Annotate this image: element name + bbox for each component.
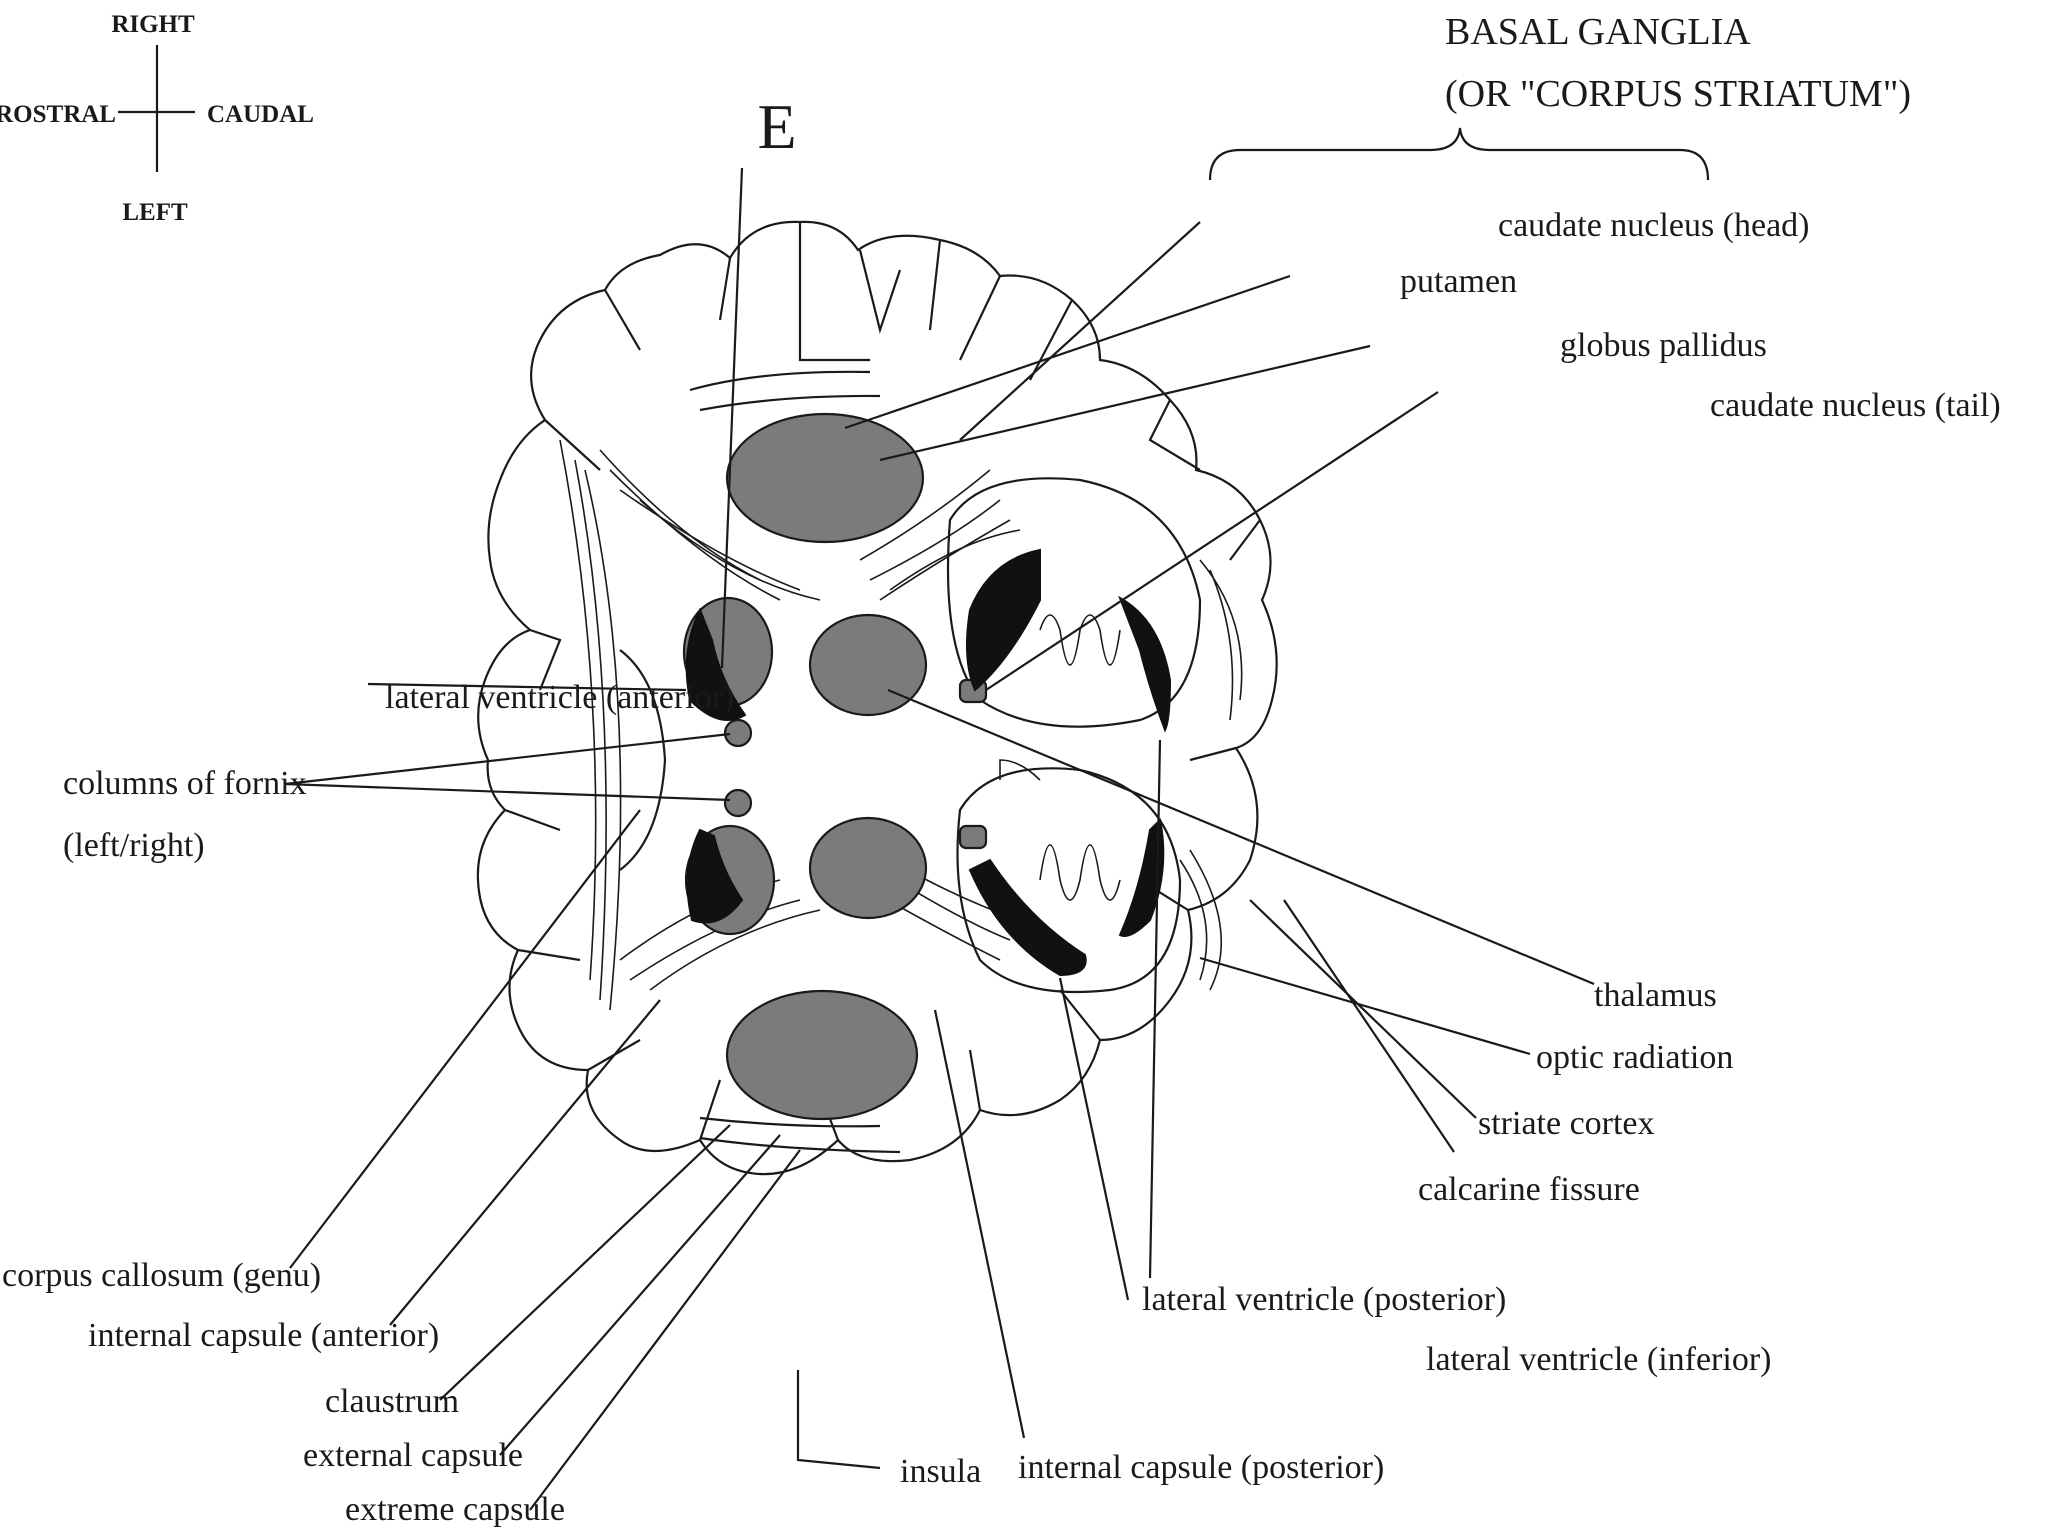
labels: caudate nucleus (head) putamen globus pa…	[2, 207, 2001, 1528]
sulcus-line	[798, 222, 870, 362]
cerebral-cortex-outline	[476, 220, 1278, 1176]
label-claustrum: claustrum	[325, 1383, 459, 1420]
label-putamen: putamen	[1400, 263, 1517, 300]
label-caudate-head: caudate nucleus (head)	[1498, 207, 1810, 244]
extreme-capsule-leader	[529, 1149, 801, 1511]
insula-band-upper-inner	[699, 394, 881, 412]
lateral-ventricle-inferior-leader	[1148, 739, 1162, 1279]
thalamus-leader	[887, 688, 1595, 986]
sulcus-line	[959, 275, 1001, 361]
compass-left-label: LEFT	[122, 199, 188, 226]
label-striate-cortex: striate cortex	[1478, 1105, 1655, 1142]
panel-letter-leader	[720, 167, 744, 669]
striate-cortex-leader	[1249, 899, 1477, 1119]
thalamus-upper	[808, 613, 928, 717]
internal-capsule-anterior-leader	[389, 999, 661, 1326]
lateral-ventricle-anterior-upper	[685, 607, 747, 721]
label-optic-radiation: optic radiation	[1536, 1039, 1733, 1076]
basal-ganglia-brace	[1208, 127, 1710, 181]
lateral-ventricle-posterior-upper	[965, 548, 1041, 692]
fornix-column-upper	[723, 718, 753, 748]
compass-rostral-label: ROSTRAL	[0, 101, 116, 128]
lateral-ventricle-posterior-leader	[1058, 977, 1130, 1301]
fornix-leader-upper	[284, 732, 731, 786]
leader-lines	[284, 167, 1595, 1511]
label-extreme-capsule: extreme capsule	[345, 1491, 565, 1528]
label-corpus-callosum-genu: corpus callosum (genu)	[2, 1257, 321, 1294]
sulcus-line	[529, 628, 562, 691]
putamen-lower	[725, 989, 919, 1121]
label-lateral-ventricle-inferior: lateral ventricle (inferior)	[1426, 1341, 1771, 1378]
label-globus-pallidus: globus pallidus	[1560, 327, 1767, 364]
lateral-ventricle-anterior-leader	[367, 682, 687, 692]
sulcus-line	[1148, 399, 1201, 471]
sulcus-line	[1029, 299, 1073, 381]
basal-ganglia-title: BASAL GANGLIA	[1445, 11, 1751, 53]
sulcus-line	[504, 808, 561, 832]
thalamus-lower	[808, 816, 928, 920]
sulcus-line	[928, 239, 942, 331]
insula-band-lower-inner	[699, 1116, 881, 1128]
panel-letter: E	[757, 91, 796, 162]
label-caudate-tail: caudate nucleus (tail)	[1710, 387, 2001, 424]
label-external-capsule: external capsule	[303, 1437, 523, 1474]
posterior-capsule-lower	[956, 767, 1182, 994]
ventricles	[685, 548, 1172, 977]
internal-capsule-posterior-leader	[933, 1009, 1026, 1439]
sulcus-line	[698, 1079, 722, 1141]
grey-nuclei	[682, 412, 988, 1121]
interhemispheric-line	[619, 649, 667, 871]
caudate-tail-leader	[985, 391, 1439, 691]
label-insula: insula	[900, 1453, 981, 1490]
sulcus-line	[1059, 989, 1101, 1041]
compass-caudal-label: CAUDAL	[207, 101, 314, 128]
corpus-callosum-leader	[289, 809, 641, 1269]
lateral-ventricle-posterior-lower	[968, 858, 1087, 977]
insula-band-upper	[689, 370, 871, 392]
putamen-leader	[844, 274, 1291, 430]
corpus-striatum-subtitle: (OR "CORPUS STRIATUM")	[1445, 73, 1911, 115]
fornix-leader-lower	[284, 782, 731, 802]
insula-bracket	[796, 1370, 881, 1470]
orientation-compass: RIGHT ROSTRAL CAUDAL LEFT	[0, 11, 314, 226]
fornix-column-lower	[723, 788, 753, 818]
putamen-upper	[725, 412, 925, 544]
claustrum-leader	[439, 1124, 731, 1401]
label-internal-capsule-anterior: internal capsule (anterior)	[88, 1317, 439, 1354]
sulcus-line	[544, 419, 601, 471]
optic-radiation-leader	[1199, 956, 1531, 1056]
calcarine-fissure-leader	[1283, 899, 1455, 1153]
insula-band-lower	[699, 1136, 901, 1154]
sulcus-line	[1189, 746, 1237, 762]
lateral-ventricle-inferior-lower	[1118, 817, 1165, 937]
label-lateral-ventricle-anterior: lateral ventricle (anterior)	[385, 679, 734, 716]
label-internal-capsule-posterior: internal capsule (posterior)	[1018, 1449, 1384, 1486]
sulcus-line	[858, 249, 902, 334]
globus-pallidus-leader	[879, 344, 1371, 462]
sulcus-line	[517, 948, 581, 962]
sulcus-line	[968, 1049, 982, 1111]
caudate-tail-lower	[958, 824, 988, 850]
compass-right-label: RIGHT	[111, 11, 195, 38]
lateral-ventricle-inferior-upper	[1118, 595, 1172, 733]
external-capsule-leader	[499, 1134, 781, 1456]
label-lateral-ventricle-posterior: lateral ventricle (posterior)	[1142, 1281, 1506, 1318]
lateral-ventricle-anterior-lower	[686, 828, 744, 924]
caudate-head-leader	[959, 221, 1201, 441]
label-thalamus: thalamus	[1594, 977, 1717, 1014]
label-left-right: (left/right)	[63, 827, 205, 864]
label-columns-of-fornix: columns of fornix	[63, 765, 307, 802]
sulcus-line	[1229, 519, 1261, 561]
sulcus-line	[604, 289, 641, 351]
sulcus-line	[718, 257, 732, 321]
label-calcarine-fissure: calcarine fissure	[1418, 1171, 1640, 1208]
